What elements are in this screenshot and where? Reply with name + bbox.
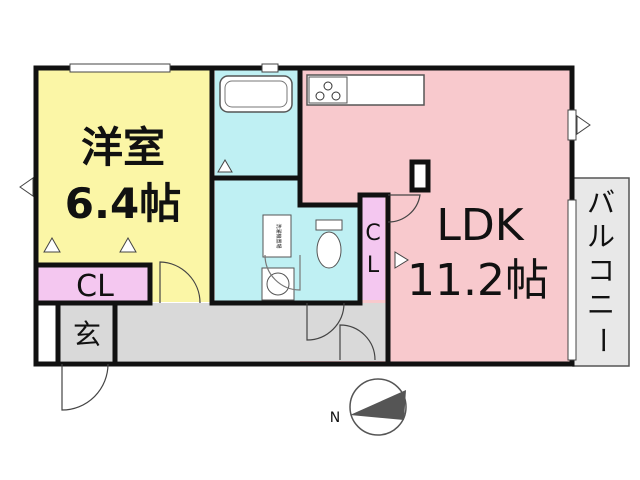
washbasin-bowl <box>266 272 290 296</box>
balcony-label: ニ <box>587 288 615 321</box>
stove-burner <box>331 91 341 101</box>
compass-north-label: N <box>330 410 340 426</box>
windows <box>19 63 591 361</box>
balcony-label: コ <box>587 254 615 287</box>
closet-ldk-floor <box>360 195 385 300</box>
closet-ldk-label: C <box>365 221 380 246</box>
washer-space-label: 洗濯機置場 <box>275 223 282 248</box>
stove-burner <box>323 81 333 91</box>
balcony-label: ル <box>587 220 615 253</box>
toilet-bowl <box>316 231 342 269</box>
ldk-name: LDK <box>436 200 524 251</box>
balcony-floor <box>572 177 630 367</box>
stove-burner <box>315 91 325 101</box>
closet-western-floor <box>38 265 148 302</box>
bathtub <box>219 75 293 113</box>
bathtub-inner <box>224 80 288 108</box>
door-swings <box>61 194 421 411</box>
balcony-label: バ <box>587 186 615 219</box>
compass-needle <box>350 390 406 420</box>
compass: N <box>330 378 407 436</box>
closet-ldk-label: L <box>367 253 380 278</box>
walls <box>33 65 575 367</box>
toilet-tank <box>315 219 343 231</box>
western-room-size: 6.4帖 <box>65 179 181 228</box>
entrance-label: 玄 <box>73 318 101 351</box>
closet-western-label: CL <box>76 269 114 304</box>
balcony-label: ー <box>586 326 619 354</box>
hallway-floor <box>115 303 387 361</box>
ldk-size: 11.2帖 <box>407 255 549 306</box>
western-room-name: 洋室 <box>81 123 165 172</box>
structural-column <box>409 159 431 193</box>
entrance-floor <box>60 303 115 361</box>
washer-space <box>262 214 292 258</box>
